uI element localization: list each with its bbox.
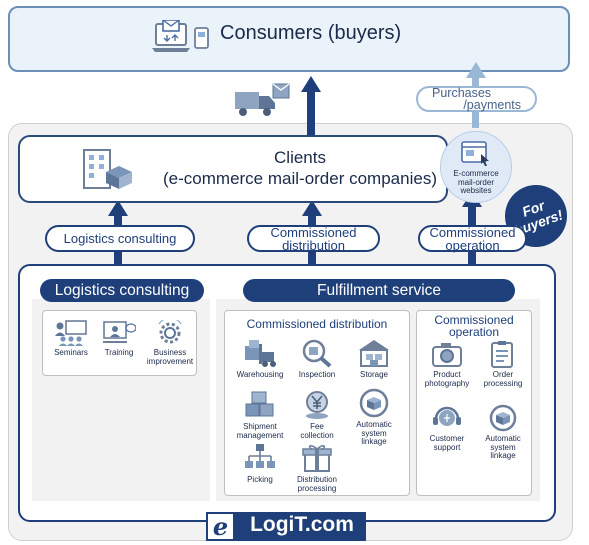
automatic-label: Automatic [356,420,392,429]
building-box-icon [82,148,134,195]
customer-label: Customer [429,434,465,443]
storage-label: Storage [359,370,389,379]
ec-line-3: websites [460,186,492,195]
laptop-mail-icon [150,19,212,63]
operation-item-order-processing: Order processing [474,340,532,388]
logistics-consulting-heading: Logistics consulting [40,279,204,302]
improvement-label: improvement [146,356,194,366]
pill-logistics-consulting: Logistics consulting [45,225,195,252]
linkage-label: linkage [361,437,387,446]
commissioned-distribution-title: Commissioned distribution [224,317,410,331]
logistics-consulting-heading-label: Logistics consulting [54,281,190,299]
consulting-item-seminars: Seminars [42,320,100,358]
ecommerce-websites-label: E-commerce mail-order websites [440,169,512,196]
distribution-item-fee-collection: Fee collection [288,390,346,440]
consulting-item-training: Training [90,320,148,358]
shipment-label: Shipment [243,422,277,431]
distribution-processing-line-2: processing [297,483,337,493]
training-icon [103,321,136,343]
product-label: Product [433,370,461,379]
support-label: support [433,442,461,452]
commissioned-operation-title-line-2: operation [448,324,500,339]
clients-title: Clients (e-commerce mail-order companies… [150,147,450,189]
consumers-box [8,6,570,72]
yen-coins-icon [306,391,328,419]
browser-cart-icon [461,141,491,172]
ec-line-2: mail-order [457,177,494,187]
pill-operation-line-2: operation [445,237,500,253]
pill-commissioned-distribution: Commissioned distribution [247,225,380,252]
distribution-processing-line-1: Distribution [296,475,337,484]
delivery-truck-icon [233,82,295,125]
fulfillment-service-heading: Fulfillment service [243,279,515,302]
seminars-label: Seminars [54,348,88,357]
linkage-label: linkage [490,451,516,460]
fulfillment-service-heading-label: Fulfillment service [316,281,442,299]
purchases-payments-pill: Purchases /payments [416,86,537,112]
commissioned-operation-title-line-1: Commissioned [434,313,514,327]
photography-label: photography [424,378,470,388]
distribution-item-picking: Picking [231,443,289,485]
consumers-label: Consumers (buyers) [220,22,402,44]
automatic-label: Automatic [485,434,521,443]
logo-e-mark: e [208,512,233,541]
processing-label: processing [483,378,523,388]
pill-distribution-line-1: Commissioned [270,224,357,240]
logo-text: LogiT.com [250,513,354,536]
gear-improvement-icon [158,320,182,344]
inspection-label: Inspection [298,370,336,379]
magnifier-icon [302,339,332,368]
distribution-item-storage: Storage [345,338,403,380]
seminar-icon [55,320,87,346]
pill-operation-line-1: Commissioned [429,224,516,240]
distribution-item-warehousing: Warehousing [231,338,289,380]
consulting-item-business-improvement: Business improvement [141,320,199,366]
system-label: system [490,442,516,452]
pill-distribution-line-2: distribution [282,237,345,253]
camera-icon [432,343,462,367]
system-label: system [361,428,387,438]
headset-icon [433,406,461,426]
ec-line-1: E-commerce [453,169,499,178]
operation-item-customer-support: Customer support [418,404,476,452]
payments-label: /payments [463,98,521,112]
picking-label: Picking [247,475,273,484]
warehousing-label: Warehousing [236,370,284,379]
order-label: Order [492,370,514,379]
distribution-item-inspection: Inspection [288,338,346,380]
distribution-item-distribution-processing: Distribution processing [288,443,346,493]
clients-subtitle: (e-commerce mail-order companies) [163,169,437,188]
distribution-item-automatic-system-linkage: Automatic system linkage [345,388,403,447]
commissioned-operation-title: Commissioned operation [416,313,532,339]
training-label: Training [104,348,134,357]
box-cycle-icon [489,404,517,432]
commissioned-distribution-title-label: Commissioned distribution [246,317,388,331]
purchases-label: Purchases [432,86,492,100]
gift-icon [302,445,332,472]
operation-item-automatic-system-linkage: Automatic system linkage [474,404,532,461]
hierarchy-icon [245,444,275,468]
clients-label: Clients [274,148,326,167]
forklift-icon [245,340,276,367]
warehouse-icon [359,340,389,367]
pill-commissioned-operation: Commissioned operation [418,225,527,252]
pill-logistics-label: Logistics consulting [63,231,177,246]
clipboard-icon [491,341,513,368]
boxes-icon [245,391,274,417]
operation-item-product-photography: Product photography [418,340,476,388]
collection-label: collection [300,430,334,440]
management-label: management [236,430,284,440]
business-label: Business [153,348,187,357]
commissioned-operation-box [416,310,532,496]
fee-label: Fee [310,422,324,431]
distribution-item-shipment-management: Shipment management [231,390,289,440]
box-cycle-icon [359,388,389,418]
